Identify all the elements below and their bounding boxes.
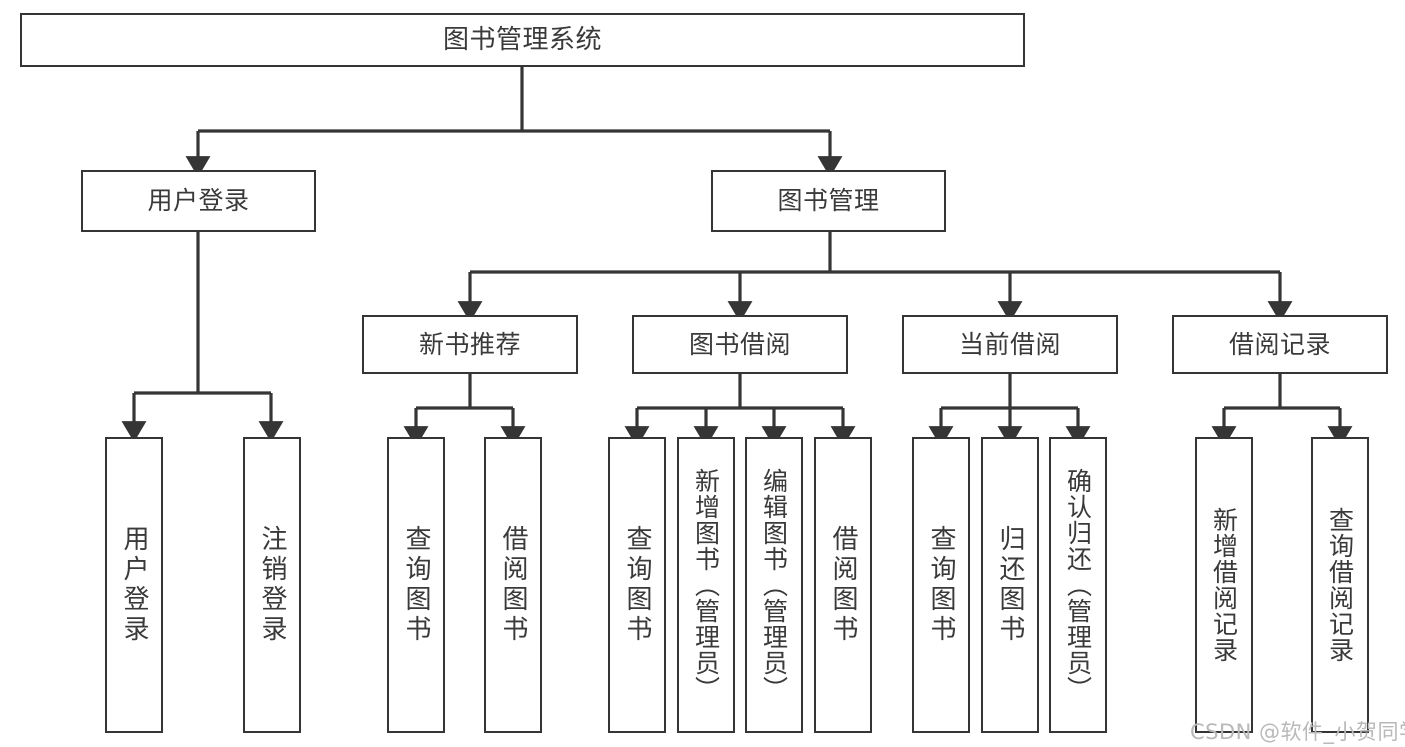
leaf-logout[interactable]: 注销登录 — [243, 437, 301, 733]
watermark-csdn: CSDN @软件_小贺同学 — [1190, 720, 1405, 744]
node-label: 确认归还（管理员） — [1063, 468, 1093, 702]
leaf-add-borrow-record[interactable]: 新增借阅记录 — [1195, 437, 1253, 733]
leaf-borrow-books-recommendation[interactable]: 借阅图书 — [484, 437, 542, 733]
node-book-management[interactable]: 图书管理 — [711, 170, 946, 232]
node-label: 新书推荐 — [418, 329, 521, 359]
node-user-login[interactable]: 用户登录 — [81, 170, 316, 232]
node-label: 查询借阅记录 — [1325, 507, 1355, 663]
node-label: 编辑图书（管理员） — [759, 468, 789, 702]
node-label: 查询图书 — [622, 525, 652, 645]
node-new-book-recommendation[interactable]: 新书推荐 — [362, 315, 578, 374]
leaf-query-borrow-record[interactable]: 查询借阅记录 — [1311, 437, 1369, 733]
node-label: 查询图书 — [401, 525, 431, 645]
node-root-book-management-system[interactable]: 图书管理系统 — [20, 13, 1025, 67]
node-label: 查询图书 — [926, 525, 956, 645]
leaf-confirm-return-admin[interactable]: 确认归还（管理员） — [1049, 437, 1107, 733]
node-label: 新增图书（管理员） — [691, 468, 721, 702]
leaf-query-books-borrowing[interactable]: 查询图书 — [608, 437, 666, 733]
leaf-query-books-recommendation[interactable]: 查询图书 — [387, 437, 445, 733]
leaf-return-books[interactable]: 归还图书 — [981, 437, 1039, 733]
node-label: 借阅图书 — [828, 525, 858, 645]
node-label: 用户登录 — [119, 525, 149, 645]
node-label: 借阅图书 — [498, 525, 528, 645]
node-book-borrowing[interactable]: 图书借阅 — [632, 315, 848, 374]
node-label: 图书借阅 — [688, 329, 791, 359]
node-label: 图书管理 — [777, 186, 880, 216]
node-borrowing-records[interactable]: 借阅记录 — [1172, 315, 1388, 374]
leaf-add-book-admin[interactable]: 新增图书（管理员） — [677, 437, 735, 733]
node-current-borrowing[interactable]: 当前借阅 — [902, 315, 1118, 374]
node-label: 新增借阅记录 — [1209, 507, 1239, 663]
node-label: 注销登录 — [257, 525, 287, 645]
node-label: 当前借阅 — [958, 329, 1061, 359]
leaf-edit-book-admin[interactable]: 编辑图书（管理员） — [745, 437, 803, 733]
node-label: 图书管理系统 — [442, 24, 602, 55]
leaf-user-login[interactable]: 用户登录 — [105, 437, 163, 733]
node-label: 借阅记录 — [1228, 329, 1331, 359]
leaf-query-books-current[interactable]: 查询图书 — [912, 437, 970, 733]
leaf-borrow-books-borrowing[interactable]: 借阅图书 — [814, 437, 872, 733]
node-label: 用户登录 — [147, 186, 250, 216]
node-label: 归还图书 — [995, 525, 1025, 645]
